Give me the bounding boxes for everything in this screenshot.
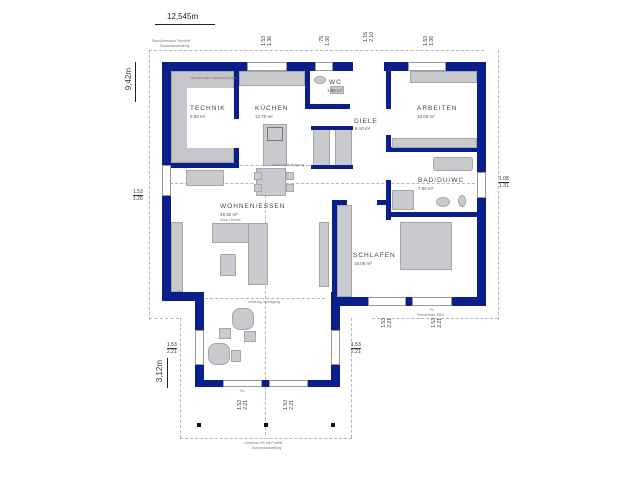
bottom-note-sub: Sonderausstattung [252, 446, 282, 450]
dim-terrace-right: 1.53 2.21 [351, 342, 361, 355]
depth-label: 9,42m [124, 68, 133, 91]
dim-right-bath: 1.08 1.31 [499, 176, 509, 189]
dim-terrace-left: 1.53 2.21 [167, 342, 177, 355]
technik-note: Haustechnik / Hausanschluss [190, 76, 236, 80]
window-note: Fenstersatz 4564 [417, 313, 445, 317]
dim-left-living: 1.53 1.26 [133, 189, 143, 202]
bed [400, 222, 452, 270]
fu-label-2: Fu [430, 308, 435, 312]
bottom-note: Glashaus GS mit Podest [244, 441, 283, 445]
roof-note-sub: Sonderausstattung [160, 44, 190, 48]
beam-note-top: Unterzug Schrägung [272, 163, 305, 167]
beam-note-bottom: Unterzug Schrägung [248, 300, 281, 304]
fu-label: Fu [240, 389, 245, 393]
roof-note: Dachüberstand "Komfort" [152, 39, 192, 43]
shower [392, 190, 414, 210]
width-label: 12,545m [167, 12, 199, 21]
bathtub [433, 157, 473, 171]
